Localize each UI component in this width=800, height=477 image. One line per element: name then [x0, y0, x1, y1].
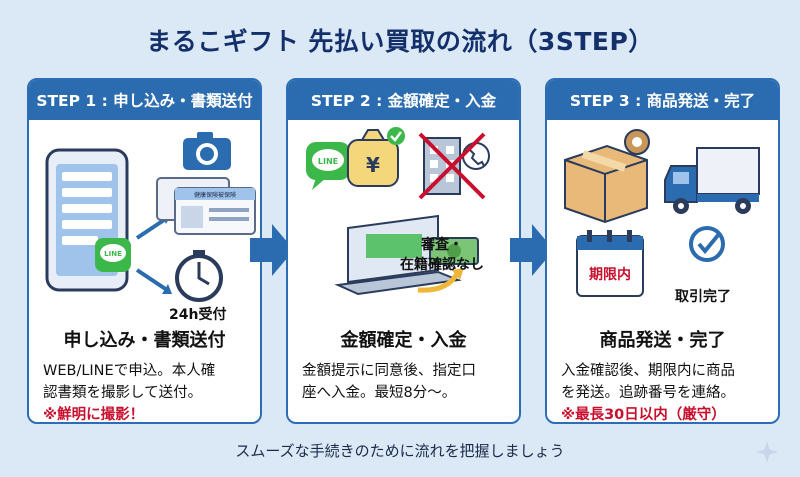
- no-check-label: 審査・ 在籍確認なし: [400, 235, 484, 275]
- no-check-label-line: 在籍確認なし: [400, 257, 484, 273]
- laptop-icon: [334, 214, 462, 296]
- footer-caption: スムーズな手続きのために流れを把握しましょう: [235, 442, 565, 460]
- id-card-icon: 健康保険被保険: [156, 177, 256, 235]
- money-bag-icon: ¥: [347, 127, 405, 187]
- package-box-icon: [564, 129, 650, 224]
- step-1-illustration: LINE 健康保険被保険: [45, 132, 256, 302]
- calendar-icon: 期限内: [576, 230, 644, 297]
- step-2-heading: 金額確定・入金: [340, 330, 467, 351]
- clock-label: 24h受付: [169, 307, 227, 323]
- id-card-text: 健康保険被保険: [194, 191, 236, 199]
- step-3-desc-line: 入金確認後、期限内に商品: [561, 363, 735, 379]
- step-3-header: STEP 3 : 商品発送・完了: [547, 80, 778, 120]
- step-3-desc-line: を発送。追跡番号を連絡。: [561, 385, 735, 401]
- step-1-description: WEB/LINEで申込。本人確 認書類を撮影して送付。 ※鮮明に撮影！: [43, 360, 250, 423]
- no-check-label-line: 審査・: [421, 237, 463, 253]
- truck-icon: [664, 147, 760, 214]
- line-badge-text: LINE: [104, 250, 122, 258]
- step-2-illustration: LINE ¥: [306, 127, 490, 296]
- step-1-desc-line: 認書類を撮影して送付。: [43, 385, 203, 401]
- step-3-description: 入金確認後、期限内に商品 を発送。追跡番号を連絡。 ※最長30日以内（厳守）: [561, 360, 768, 423]
- line-chat-icon: LINE: [306, 142, 350, 190]
- step-2-desc-line: 座へ入金。最短8分〜。: [302, 385, 457, 401]
- cash-icon: [417, 237, 479, 293]
- step-1-desc-line: WEB/LINEで申込。本人確: [43, 363, 216, 379]
- line-app-icon: LINE: [95, 238, 131, 272]
- step-1-note: ※鮮明に撮影！: [43, 407, 145, 423]
- step-2-desc-line: 金額提示に同意後、指定口: [302, 363, 476, 379]
- check-circle-icon: [689, 226, 725, 262]
- complete-label: 取引完了: [675, 289, 731, 305]
- step-3-note: ※最長30日以内（厳守）: [561, 407, 726, 423]
- page-title: まるこギフト 先払い買取の流れ（3STEP）: [146, 27, 654, 56]
- arrow-down-icon: [135, 268, 169, 292]
- calendar-text: 期限内: [589, 266, 631, 283]
- step-arrow-icon: [250, 224, 294, 276]
- sparkle-icon: [756, 441, 778, 463]
- step-1-header: STEP 1 : 申し込み・書類送付: [29, 80, 260, 120]
- no-office-icon: [418, 132, 490, 200]
- line-badge-text: LINE: [318, 157, 338, 166]
- step-3-heading: 商品発送・完了: [599, 330, 726, 351]
- camera-icon: [183, 132, 231, 170]
- step-arrow-icon: [510, 224, 554, 276]
- step-3-illustration: 期限内: [564, 129, 760, 297]
- arrow-up-icon: [135, 216, 169, 240]
- step-1-heading: 申し込み・書類送付: [63, 330, 226, 351]
- yen-symbol: ¥: [366, 153, 380, 177]
- step-2-description: 金額提示に同意後、指定口 座へ入金。最短8分〜。: [302, 360, 509, 404]
- clock-icon: [175, 250, 223, 302]
- step-1-card: STEP 1 : 申し込み・書類送付 LINE: [27, 78, 262, 424]
- step-3-card: STEP 3 : 商品発送・完了 期限内: [545, 78, 780, 424]
- step-2-header: STEP 2 : 金額確定・入金: [288, 80, 519, 120]
- step-2-card: STEP 2 : 金額確定・入金 LINE ¥: [286, 78, 521, 424]
